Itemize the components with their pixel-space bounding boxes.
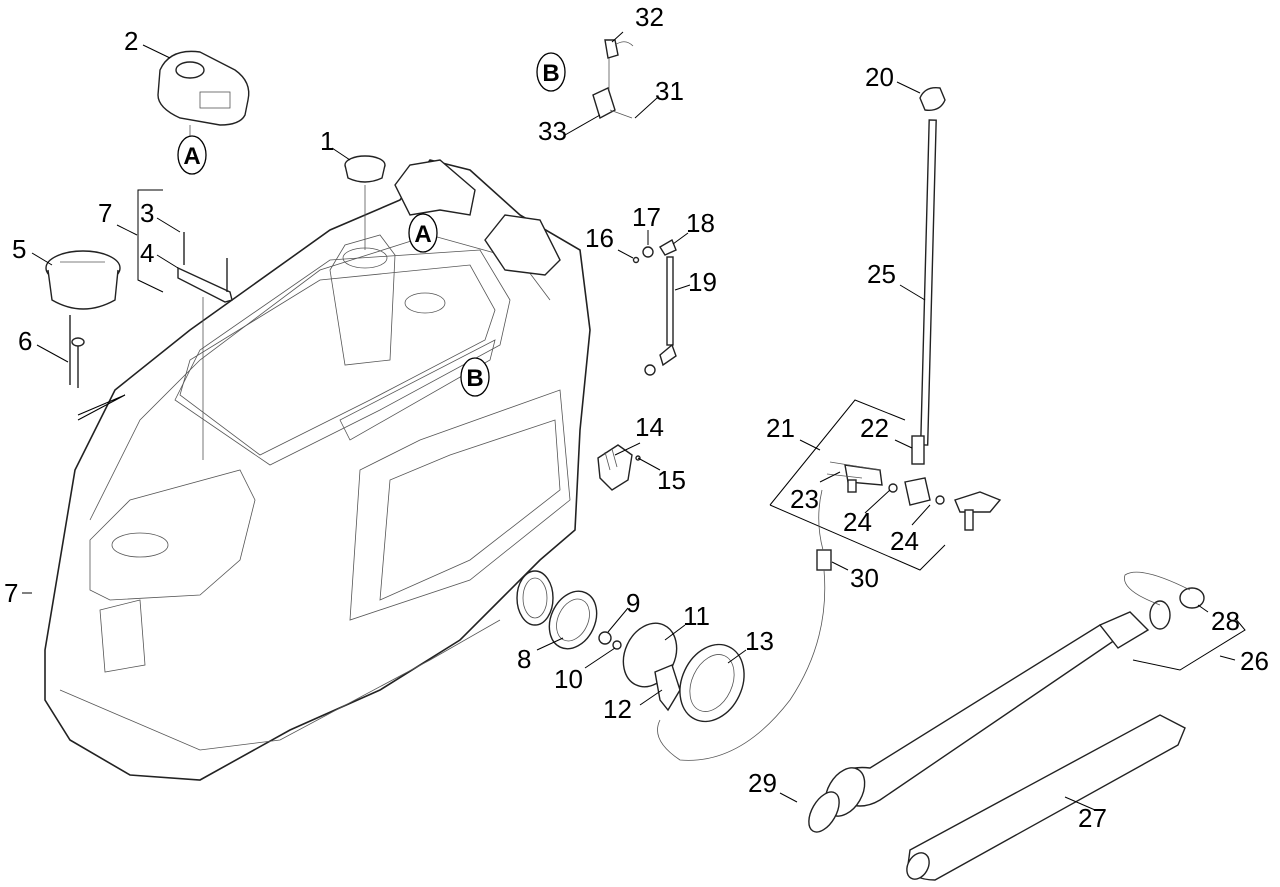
callout-24-first: 24 [843,507,872,537]
callout-3: 3 [140,198,154,228]
callout-33: 33 [538,116,567,146]
callout-10: 10 [554,664,583,694]
part-30-connector [657,489,832,761]
reference-marker-b-tank: B [460,357,490,397]
callout-14: 14 [635,412,664,442]
callout-25: 25 [867,259,896,289]
callout-15: 15 [657,465,686,495]
callout-17: 17 [632,202,661,232]
callout-28: 28 [1211,606,1240,636]
callout-9: 9 [626,588,640,618]
part-27-tube [906,714,1186,881]
part-4-bracket [177,232,233,460]
part-1-strainer [344,155,386,250]
callout-18: 18 [686,208,715,238]
reference-label: A [183,143,200,170]
callout-7-kit: 7 [98,198,112,228]
callout-11: 11 [683,601,710,631]
reference-label: A [414,221,431,248]
part-21-valve-assembly [769,399,1002,571]
callout-8: 8 [517,644,531,674]
part-19-hose-assembly [632,238,677,376]
callout-6: 6 [18,326,32,356]
part-29-hose-clamp [808,791,840,833]
callout-24-second: 24 [890,526,919,556]
callout-31: 31 [655,76,684,106]
part-26-suction-hose [824,571,1205,817]
callout-23: 23 [790,484,819,514]
callout-13: 13 [745,626,774,656]
part-2-filter-basket [157,50,250,140]
callout-16: 16 [585,223,614,253]
callout-1: 1 [320,126,334,156]
callout-7-pin: 7 [4,578,18,608]
reference-label: B [542,60,559,87]
reference-marker-a-tank: A [408,213,438,253]
part-13-drain-assembly [548,590,745,723]
part-14-clip [597,444,641,491]
tank-body [44,159,591,781]
part-6-float-rod [69,315,85,388]
callout-5: 5 [12,234,26,264]
callout-20: 20 [865,62,894,92]
part-33-holder [592,39,634,120]
callout-19: 19 [688,267,717,297]
callout-2: 2 [124,26,138,56]
callout-30: 30 [850,563,879,593]
callout-4: 4 [140,238,154,268]
part-25-rod [911,87,946,465]
reference-marker-b-holder: B [536,52,566,92]
callout-26: 26 [1240,646,1269,676]
callout-21: 21 [766,413,795,443]
callout-27: 27 [1078,803,1107,833]
callout-12: 12 [603,694,632,724]
reference-label: B [466,365,483,392]
callout-29: 29 [748,768,777,798]
reference-marker-a-top: A [177,135,207,175]
callout-22: 22 [860,413,889,443]
leader-lines [22,31,1246,811]
part-5-cap [45,250,121,310]
callout-labels: 1 2 3 4 5 6 7 7 8 9 10 11 12 13 14 15 16… [4,2,1269,833]
callout-32: 32 [635,2,664,32]
